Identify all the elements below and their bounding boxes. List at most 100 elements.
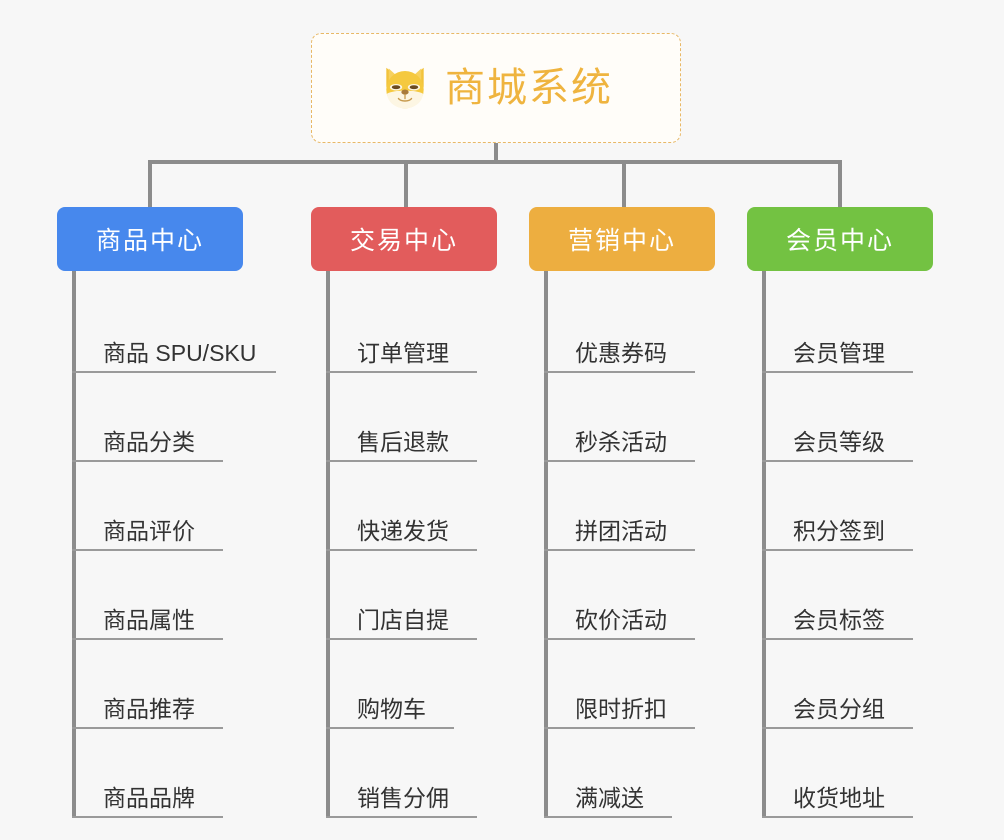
item-label: 积分签到	[793, 517, 885, 544]
item-label: 拼团活动	[575, 517, 667, 544]
branch-column-3: 营销中心 优惠券码 秒杀活动 拼团活动 砍价活动 限时折扣	[529, 207, 759, 818]
branch-column-1: 商品中心 商品 SPU/SKU 商品分类 商品评价 商品属性 商品推荐	[57, 207, 297, 818]
list-item[interactable]: 订单管理	[311, 284, 541, 373]
list-item[interactable]: 商品品牌	[57, 729, 297, 818]
list-item[interactable]: 会员分组	[747, 640, 977, 729]
connector-drop-1	[148, 160, 152, 208]
item-underline	[72, 727, 223, 729]
item-label: 购物车	[357, 695, 426, 722]
connector-drop-3	[622, 160, 626, 208]
item-label: 满减送	[575, 784, 644, 811]
item-underline	[544, 816, 672, 818]
category-header-3[interactable]: 营销中心	[529, 207, 715, 271]
item-underline	[544, 371, 695, 373]
list-item[interactable]: 会员等级	[747, 373, 977, 462]
item-label: 会员管理	[793, 339, 885, 366]
category-label: 交易中心	[349, 227, 458, 255]
branch-spine-3	[544, 271, 548, 816]
list-item[interactable]: 优惠券码	[529, 284, 759, 373]
item-label: 售后退款	[357, 428, 449, 455]
list-item[interactable]: 砍价活动	[529, 551, 759, 640]
item-underline	[544, 460, 695, 462]
list-item[interactable]: 限时折扣	[529, 640, 759, 729]
item-label: 会员分组	[793, 695, 885, 722]
item-label: 会员标签	[793, 606, 885, 633]
item-label: 订单管理	[357, 339, 449, 366]
item-underline	[326, 638, 477, 640]
item-underline	[72, 549, 223, 551]
list-item[interactable]: 商品 SPU/SKU	[57, 284, 297, 373]
item-underline	[544, 727, 695, 729]
list-item[interactable]: 销售分佣	[311, 729, 541, 818]
item-underline	[72, 460, 223, 462]
category-header-2[interactable]: 交易中心	[311, 207, 497, 271]
branch-spine-1	[72, 271, 76, 816]
connector-drop-4	[838, 160, 842, 208]
item-label: 销售分佣	[357, 784, 449, 811]
item-underline	[762, 727, 913, 729]
root-label: 商城系统	[445, 66, 613, 110]
item-underline	[762, 371, 913, 373]
item-label: 商品评价	[103, 517, 195, 544]
item-underline	[326, 460, 477, 462]
item-underline	[72, 638, 223, 640]
list-item[interactable]: 拼团活动	[529, 462, 759, 551]
list-item[interactable]: 会员标签	[747, 551, 977, 640]
item-underline	[762, 460, 913, 462]
item-label: 砍价活动	[575, 606, 667, 633]
item-underline	[72, 816, 223, 818]
item-underline	[326, 371, 477, 373]
category-header-4[interactable]: 会员中心	[747, 207, 933, 271]
connector-drop-2	[404, 160, 408, 208]
item-label: 会员等级	[793, 428, 885, 455]
item-list-2: 订单管理 售后退款 快递发货 门店自提 购物车 销售分佣	[311, 271, 541, 818]
root-node[interactable]: 商城系统	[311, 33, 681, 143]
item-underline	[326, 816, 477, 818]
list-item[interactable]: 收货地址	[747, 729, 977, 818]
item-label: 收货地址	[793, 784, 885, 811]
list-item[interactable]: 秒杀活动	[529, 373, 759, 462]
item-label: 限时折扣	[575, 695, 667, 722]
item-underline	[544, 549, 695, 551]
branch-column-4: 会员中心 会员管理 会员等级 积分签到 会员标签 会员分组	[747, 207, 977, 818]
list-item[interactable]: 快递发货	[311, 462, 541, 551]
item-label: 商品属性	[103, 606, 195, 633]
list-item[interactable]: 商品分类	[57, 373, 297, 462]
list-item[interactable]: 积分签到	[747, 462, 977, 551]
branch-spine-2	[326, 271, 330, 816]
item-underline	[326, 549, 477, 551]
item-underline	[544, 638, 695, 640]
list-item[interactable]: 售后退款	[311, 373, 541, 462]
list-item[interactable]: 商品评价	[57, 462, 297, 551]
list-item[interactable]: 会员管理	[747, 284, 977, 373]
list-item[interactable]: 购物车	[311, 640, 541, 729]
item-underline	[762, 816, 913, 818]
branch-spine-4	[762, 271, 766, 816]
item-label: 商品 SPU/SKU	[103, 339, 257, 366]
category-header-1[interactable]: 商品中心	[57, 207, 243, 271]
item-label: 商品品牌	[103, 784, 195, 811]
item-underline	[72, 371, 276, 373]
item-label: 商品分类	[103, 428, 195, 455]
item-label: 优惠券码	[575, 339, 667, 366]
item-list-1: 商品 SPU/SKU 商品分类 商品评价 商品属性 商品推荐 商品品牌	[57, 271, 297, 818]
item-list-3: 优惠券码 秒杀活动 拼团活动 砍价活动 限时折扣 满减送	[529, 271, 759, 818]
list-item[interactable]: 商品属性	[57, 551, 297, 640]
item-underline	[762, 549, 913, 551]
category-label: 营销中心	[567, 227, 676, 255]
item-list-4: 会员管理 会员等级 积分签到 会员标签 会员分组 收货地址	[747, 271, 977, 818]
item-underline	[762, 638, 913, 640]
list-item[interactable]: 商品推荐	[57, 640, 297, 729]
item-label: 秒杀活动	[575, 428, 667, 455]
item-underline	[326, 727, 454, 729]
item-label: 门店自提	[357, 606, 449, 633]
category-label: 商品中心	[95, 227, 204, 255]
item-label: 快递发货	[357, 517, 449, 544]
category-label: 会员中心	[785, 227, 894, 255]
connector-root-stem	[494, 143, 498, 163]
shiba-dog-face-icon	[379, 62, 431, 114]
connector-bus	[148, 160, 842, 164]
list-item[interactable]: 门店自提	[311, 551, 541, 640]
list-item[interactable]: 满减送	[529, 729, 759, 818]
